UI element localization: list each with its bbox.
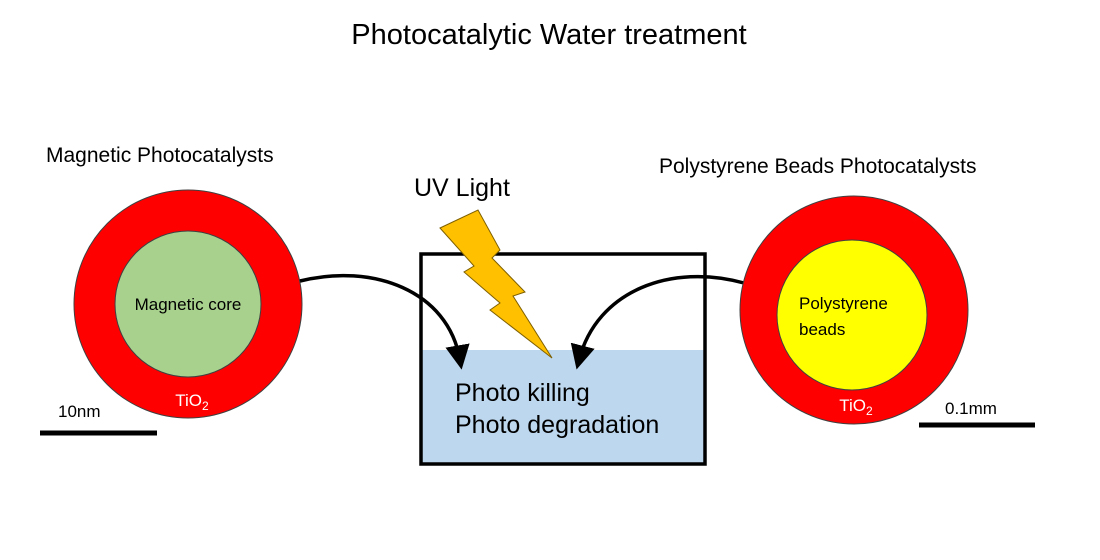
left-shell-label: TiO2 [175, 391, 209, 413]
water [421, 350, 705, 464]
left-scale-label: 10nm [58, 402, 101, 421]
left-magnetic-core [114, 230, 262, 378]
right-core-label-line2: beads [799, 320, 845, 339]
right-scale-label: 0.1mm [945, 399, 997, 418]
tank [419, 252, 707, 466]
process-line-2: Photo degradation [455, 411, 659, 439]
right-heading: Polystyrene Beads Photocatalysts [659, 155, 977, 178]
right-core-label-line1: Polystyrene [799, 294, 888, 313]
right-curved-arrow-icon [570, 274, 745, 370]
uv-light-label: UV Light [414, 174, 510, 202]
left-heading: Magnetic Photocatalysts [46, 144, 274, 167]
lightning-bolt-icon [439, 209, 553, 359]
right-shell-label: TiO2 [839, 396, 873, 418]
process-line-1: Photo killing [455, 379, 590, 407]
right-polystyrene-core [776, 239, 928, 391]
left-curved-arrow-icon [299, 273, 470, 370]
left-core-label: Magnetic core [135, 295, 242, 314]
diagram-title: Photocatalytic Water treatment [351, 19, 746, 51]
